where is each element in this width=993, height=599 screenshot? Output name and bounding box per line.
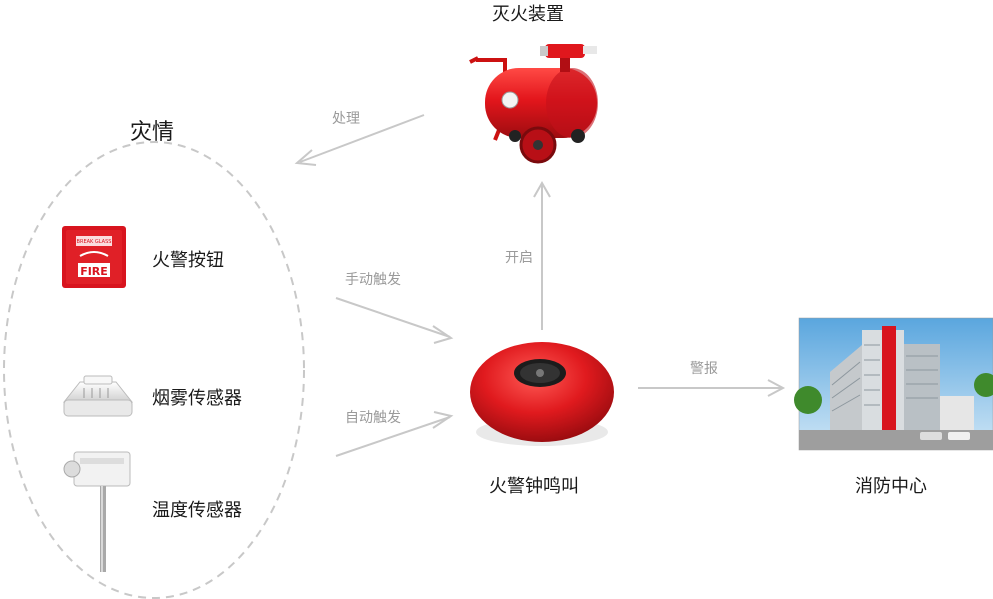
fire-center-building-image	[794, 317, 993, 451]
fire-button-text: FIRE	[80, 265, 108, 278]
arrow-open	[533, 180, 551, 330]
temperature-sensor-image	[63, 451, 131, 572]
arrow-alarm	[638, 379, 786, 397]
extinguisher-title: 灭火装置	[492, 4, 564, 25]
disaster-group-ellipse	[3, 141, 305, 599]
sensor-label-fire-button: 火警按钮	[152, 250, 224, 271]
arrow-handle	[294, 114, 425, 166]
fire-bell-image	[470, 342, 614, 446]
auto-trigger-label: 自动触发	[345, 410, 401, 426]
sensor-label-temperature: 温度传感器	[152, 500, 242, 521]
arrow-manual-trigger	[335, 297, 454, 344]
open-label: 开启	[505, 250, 533, 266]
disaster-title: 灾情	[130, 120, 175, 145]
alarm-label: 警报	[690, 361, 718, 377]
fire-button-image: BREAK GLASS FIRE	[62, 226, 126, 288]
arrow-auto-trigger	[335, 411, 454, 457]
fire-button-top-text: BREAK GLASS	[77, 239, 112, 245]
handle-label: 处理	[332, 111, 360, 127]
smoke-detector-image	[62, 375, 134, 417]
fire-center-label: 消防中心	[855, 476, 927, 497]
extinguisher-trolley-image	[469, 44, 598, 164]
sensor-label-smoke: 烟雾传感器	[152, 388, 242, 409]
manual-trigger-label: 手动触发	[345, 272, 401, 288]
bell-label: 火警钟鸣叫	[489, 476, 579, 497]
